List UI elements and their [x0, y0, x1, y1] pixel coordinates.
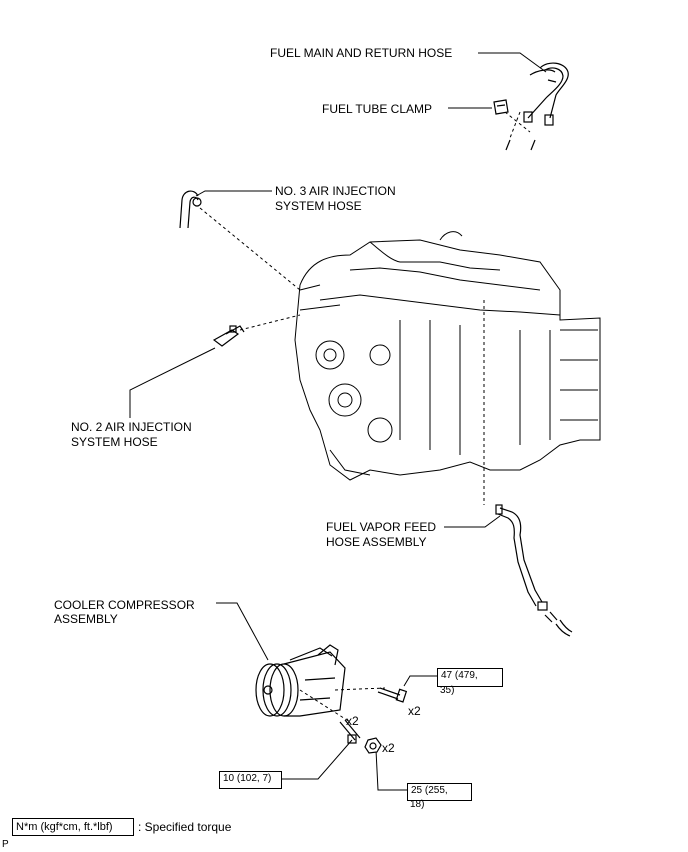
engine-drawing [294, 231, 601, 481]
stud-drawing [339, 719, 361, 744]
torque-10-text: 10 (102, 7) [223, 773, 272, 784]
label-no3-air-injection-1: NO. 3 AIR INJECTION [275, 184, 396, 198]
legend-unit-box: N*m (kgf*cm, ft.*lbf) [12, 818, 134, 836]
label-fuel-vapor-2: HOSE ASSEMBLY [326, 535, 427, 549]
nut-drawing [364, 737, 382, 754]
leader-compressor [216, 602, 269, 661]
leader-torque-10 [281, 739, 353, 780]
leader-fuel-vapor [444, 515, 501, 528]
leader-fuel-main-hose [478, 52, 547, 73]
leader-torque-25 [375, 749, 408, 791]
label-fuel-vapor-1: FUEL VAPOR FEED [326, 520, 437, 534]
label-cooler-compressor-2: ASSEMBLY [54, 612, 118, 626]
footer-mark: P [2, 839, 9, 850]
label-fuel-main-return-hose: FUEL MAIN AND RETURN HOSE [270, 46, 453, 60]
no3-hose-drawing [179, 190, 202, 229]
qty-stud: x2 [346, 714, 359, 728]
fuel-tube-clamp-drawing [493, 99, 509, 115]
torque-25-line1: 25 (255, [411, 785, 448, 796]
label-no2-air-injection-1: NO. 2 AIR INJECTION [71, 420, 192, 434]
torque-25-line2: 18) [410, 799, 425, 810]
torque-47-line2: 35) [440, 685, 455, 696]
fuel-main-return-hose-drawing [505, 62, 569, 151]
torque-box-47: 47 (479, [437, 668, 503, 687]
fuel-vapor-hose-drawing [495, 504, 573, 637]
label-no3-air-injection-2: SYSTEM HOSE [275, 199, 362, 213]
leader-torque-47 [403, 675, 437, 687]
label-cooler-compressor-1: COOLER COMPRESSOR [54, 598, 195, 612]
legend-unit-text: N*m (kgf*cm, ft.*lbf) [16, 821, 113, 833]
bolt-drawing [377, 687, 408, 703]
torque-box-10: 10 (102, 7) [219, 771, 282, 789]
qty-bolt: x2 [408, 704, 421, 718]
leader-no3-hose [195, 190, 272, 197]
legend-description: : Specified torque [138, 820, 232, 834]
qty-nut: x2 [382, 741, 395, 755]
torque-box-25: 25 (255, [407, 783, 472, 801]
label-fuel-tube-clamp: FUEL TUBE CLAMP [322, 102, 433, 116]
no2-hose-drawing [212, 325, 245, 347]
compressor-drawing [255, 644, 346, 717]
leader-no2-hose [129, 347, 216, 418]
torque-47-line1: 47 (479, [441, 670, 478, 681]
label-no2-air-injection-2: SYSTEM HOSE [71, 435, 158, 449]
